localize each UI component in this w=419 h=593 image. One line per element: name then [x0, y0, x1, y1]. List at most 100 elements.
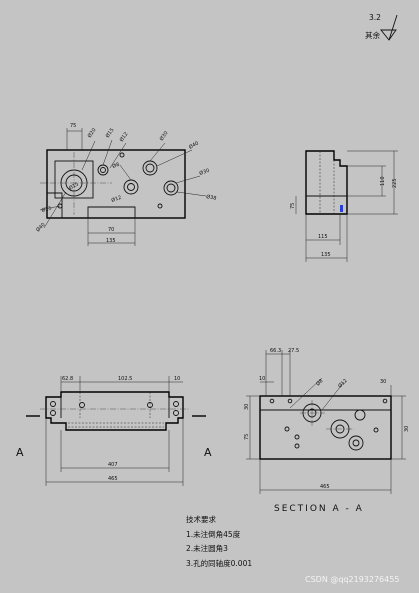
section-bore-4	[348, 435, 364, 451]
section-small-hole	[294, 434, 300, 440]
top-view-outline	[46, 149, 186, 219]
leader	[156, 149, 193, 167]
top-view-small-hole-1	[119, 152, 125, 158]
front-view-inner-step	[60, 397, 170, 418]
roughness-symbol: 3.2 其余	[365, 13, 398, 41]
side-view-blue-mark	[340, 205, 343, 212]
front-view-outline	[45, 391, 184, 431]
leader	[149, 142, 166, 162]
top-view-hole-4-inner	[166, 183, 176, 193]
side-dim: 115	[318, 234, 328, 240]
top-dim: Ø15	[104, 127, 116, 139]
section-small-hole	[284, 426, 290, 432]
leader	[175, 175, 201, 184]
top-dim: Ø15	[68, 181, 80, 192]
section-dim: 465	[320, 484, 330, 490]
leader	[102, 139, 113, 166]
notes-item: 3.孔的同轴度0.001	[186, 558, 252, 568]
top-view-small-hole-2	[57, 203, 63, 209]
top-view-hole-3	[123, 179, 139, 195]
section-dim: Ø8	[314, 377, 324, 387]
front-view-hole	[79, 402, 85, 408]
front-view-hole	[50, 410, 56, 416]
front-view-hole	[173, 410, 179, 416]
section-dim: 30	[244, 404, 250, 410]
notes-title: 技术要求	[186, 514, 216, 524]
section-dim: 10	[259, 376, 265, 382]
watermark: CSDN @qq2193276455	[305, 575, 399, 584]
side-dim: 110	[380, 176, 386, 186]
front-dim: 465	[108, 476, 118, 482]
top-dim: 75	[70, 123, 76, 129]
top-dim: 70	[108, 227, 114, 233]
side-dim: 75	[290, 203, 296, 209]
side-view: 110 225 75 115 135	[290, 150, 398, 262]
leader	[176, 191, 207, 197]
top-view-bottom-notch	[87, 206, 136, 218]
top-dim: 135	[106, 238, 116, 244]
section-view-outline	[259, 395, 392, 460]
section-view: 66.3 27.5 10 Ø8 Ø12 30 30 75 30 465 SECT…	[244, 348, 410, 514]
section-bore-4-inner	[352, 439, 360, 447]
leader	[81, 140, 96, 171]
leader	[43, 191, 67, 229]
notes-item: 2.未注圆角3	[186, 543, 228, 553]
front-view-hole	[50, 401, 56, 407]
leader	[119, 164, 132, 181]
section-dim: 66.3	[270, 348, 281, 354]
top-dim: Ø30	[158, 130, 170, 142]
section-title: SECTION A - A	[274, 504, 364, 514]
front-dim: 10	[174, 376, 180, 382]
front-view-hole	[147, 402, 153, 408]
section-label-left: A	[16, 446, 24, 459]
section-small-hole	[382, 398, 388, 404]
front-view: A A 62.8 102.5 10 407 465	[16, 376, 212, 486]
top-view-hole-1-inner	[100, 167, 106, 173]
side-view-outline	[305, 150, 348, 215]
side-dim: 135	[321, 252, 331, 258]
leader	[289, 377, 323, 409]
top-view-hole-4	[163, 180, 179, 196]
section-small-hole	[373, 427, 379, 433]
section-dim: 75	[244, 434, 250, 440]
top-view-left-step	[47, 192, 63, 218]
section-dim: 27.5	[288, 348, 299, 354]
roughness-check-mark	[380, 14, 398, 41]
section-small-hole	[287, 398, 293, 404]
section-label-right: A	[204, 446, 212, 459]
leader	[321, 381, 345, 411]
top-view-hole-1	[97, 164, 109, 176]
top-dim: Ø25	[41, 205, 53, 214]
roughness-label: 其余	[365, 30, 380, 40]
leader	[39, 205, 61, 211]
front-view-hole	[173, 401, 179, 407]
section-dim: 30	[404, 426, 410, 432]
top-view-hole-3-inner	[127, 183, 135, 191]
top-view-small-hole-3	[157, 203, 163, 209]
top-dim: Ø40	[188, 140, 200, 151]
technical-notes: 技术要求 1.未注倒角45度 2.未注圆角3 3.孔的同轴度0.001	[186, 514, 252, 568]
top-view-hole-2-inner	[145, 163, 155, 173]
front-dim: 102.5	[118, 376, 132, 382]
top-dim: Ø30	[198, 167, 210, 177]
notes-item: 1.未注倒角45度	[186, 529, 241, 539]
section-small-hole	[269, 398, 275, 404]
front-view-dashed-band	[68, 422, 164, 428]
top-view: 75 Ø20 Ø15 Ø12 Ø30 Ø40 Ø30 Ø38 Ø25 Ø15 Ø…	[34, 123, 217, 246]
section-bore-3	[354, 409, 366, 421]
front-dim: 407	[108, 462, 118, 468]
top-view-hole-2	[142, 160, 158, 176]
side-dim: 225	[392, 178, 398, 188]
section-dim: 30	[380, 379, 386, 385]
top-dim: Ø12	[110, 194, 122, 204]
top-dim: Ø40	[34, 221, 46, 233]
top-dim: Ø38	[206, 193, 217, 202]
top-dim: Ø12	[118, 131, 130, 143]
section-small-hole	[294, 443, 300, 449]
top-dim: Ø8	[111, 161, 120, 170]
front-dim: 62.8	[62, 376, 73, 382]
leader	[109, 142, 127, 169]
roughness-value: 3.2	[369, 13, 381, 22]
section-dim: Ø12	[336, 377, 348, 389]
